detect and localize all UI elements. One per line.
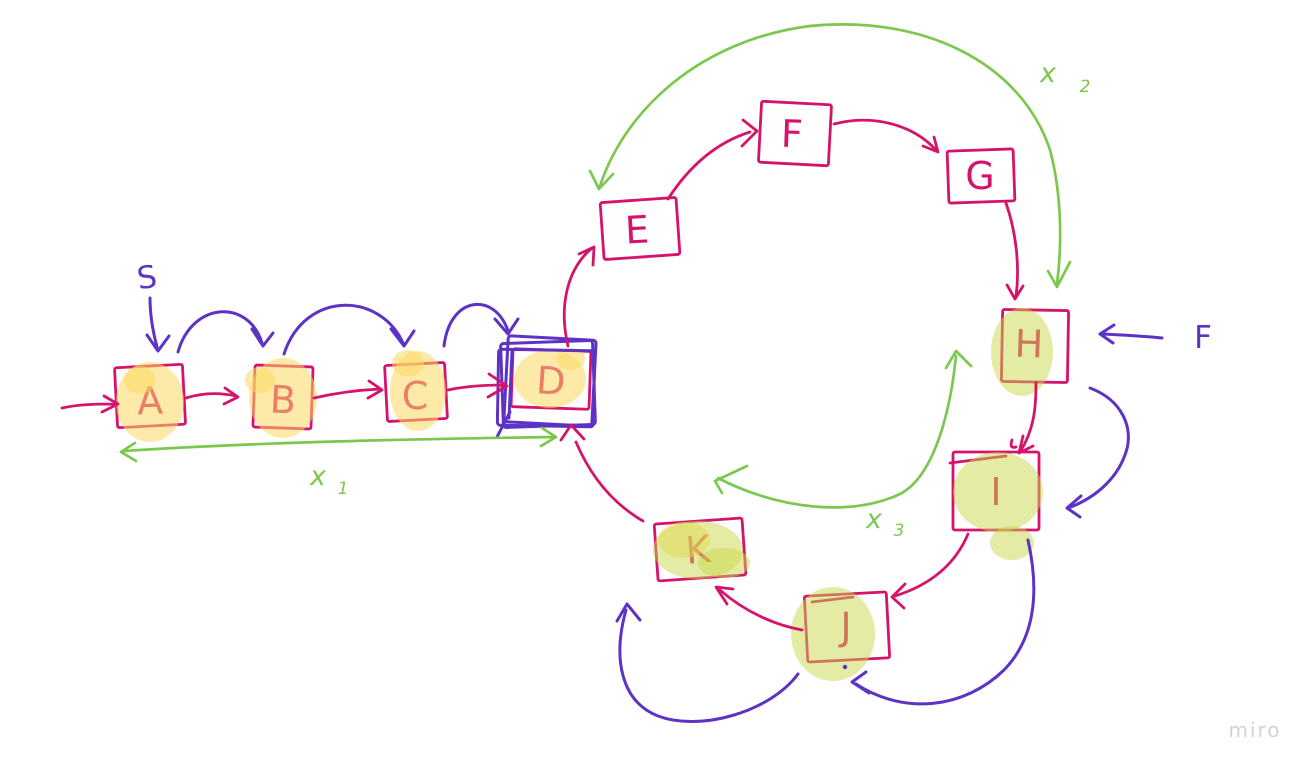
edge-h-i[interactable] xyxy=(1009,381,1038,455)
node-g-label: G xyxy=(965,154,994,198)
x2-label[interactable]: x 2 xyxy=(1039,58,1090,97)
edge-hop-b-c[interactable] xyxy=(282,303,416,356)
node-e[interactable]: E xyxy=(598,196,682,261)
node-e-label: E xyxy=(624,207,650,252)
x2-base: x xyxy=(1039,58,1057,89)
edge-flabel-h[interactable] xyxy=(1098,323,1164,345)
edge-j-k-outer-arc[interactable] xyxy=(615,602,800,724)
x2-sub: 2 xyxy=(1080,77,1091,97)
edge-f-g[interactable] xyxy=(832,118,940,154)
edge-c-d[interactable] xyxy=(446,372,509,399)
x1-base: x xyxy=(309,461,327,492)
input-f-label[interactable]: F xyxy=(1194,320,1212,356)
edge-x2-span[interactable] xyxy=(588,23,1072,289)
edge-s-a[interactable] xyxy=(145,296,171,353)
edge-a-b[interactable] xyxy=(184,386,240,406)
highlight-i xyxy=(953,452,1043,560)
node-f-label: F xyxy=(780,112,803,157)
highlight-b xyxy=(245,358,317,438)
edge-e-f[interactable] xyxy=(666,118,759,201)
edge-hop-c-d[interactable] xyxy=(442,303,520,348)
x3-sub: 3 xyxy=(894,521,905,541)
miro-watermark: miro xyxy=(1228,718,1281,742)
edge-h-i-side-arc[interactable] xyxy=(1065,386,1130,519)
edge-j-k[interactable] xyxy=(714,585,804,632)
highlight-j xyxy=(791,587,875,681)
node-f[interactable]: F xyxy=(757,99,833,168)
edge-i-j-outer-arc[interactable] xyxy=(850,538,1036,706)
edge-k-d[interactable] xyxy=(559,423,645,523)
start-label[interactable]: S xyxy=(135,259,160,297)
x3-base: x xyxy=(865,504,883,535)
edge-b-c[interactable] xyxy=(312,379,384,400)
edge-g-h[interactable] xyxy=(1004,201,1025,301)
node-e-box[interactable] xyxy=(598,196,682,261)
edge-start-a[interactable] xyxy=(60,394,120,414)
node-f-box[interactable] xyxy=(757,99,833,168)
node-d-emphasis-scribble[interactable] xyxy=(495,334,598,439)
x1-sub: 1 xyxy=(338,479,349,499)
edge-hop-a-b[interactable] xyxy=(176,310,275,354)
highlight-h xyxy=(991,308,1053,396)
edge-x1-span[interactable] xyxy=(119,426,558,463)
x1-label[interactable]: x 1 xyxy=(309,461,348,499)
highlight-c xyxy=(390,350,446,431)
highlight-k xyxy=(653,521,750,579)
edge-d-e[interactable] xyxy=(562,245,596,348)
edge-x3-span[interactable] xyxy=(713,349,973,509)
node-g[interactable]: G xyxy=(945,147,1017,205)
node-g-box[interactable] xyxy=(945,147,1017,205)
stray-dot xyxy=(842,664,848,670)
highlight-a xyxy=(116,362,184,442)
highlight-d xyxy=(514,348,586,408)
x3-label[interactable]: x 3 xyxy=(865,504,904,541)
edge-i-j[interactable] xyxy=(890,532,970,610)
